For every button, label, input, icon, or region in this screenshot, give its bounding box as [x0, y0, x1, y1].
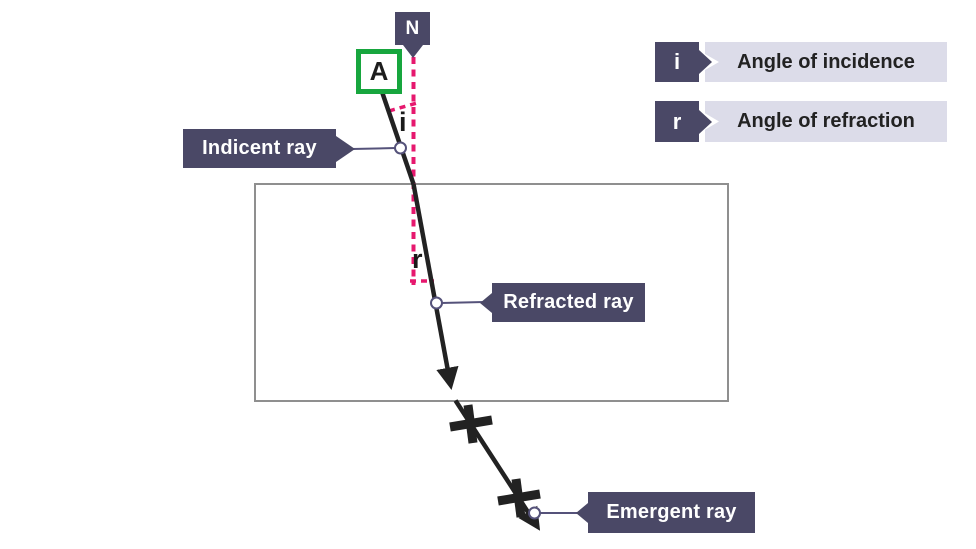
- refracted-connector-dot: [430, 296, 443, 310]
- refracted-ray-tag: Refracted ray: [480, 283, 645, 322]
- incident-connector-dot: [394, 141, 407, 155]
- pointer-left-icon: [576, 502, 588, 523]
- legend-item-refraction: r Angle of refraction: [655, 101, 947, 142]
- legend-label-incidence: Angle of incidence: [705, 42, 947, 82]
- pointer-down-icon: [402, 45, 423, 58]
- cross-mark-1: [449, 404, 493, 444]
- point-a-label: A: [369, 56, 389, 86]
- legend-key-i: i: [655, 42, 699, 82]
- emergent-connector-dot: [528, 506, 541, 520]
- normal-tag: N: [395, 12, 430, 58]
- emergent-ray-tag-label: Emergent ray: [606, 501, 737, 523]
- legend-item-incidence: i Angle of incidence: [655, 42, 947, 82]
- legend-label-refraction: Angle of refraction: [705, 101, 947, 142]
- refracted-ray-tag-label: Refracted ray: [503, 291, 634, 313]
- point-a-box: A: [356, 49, 402, 94]
- incident-connector-line: [351, 147, 397, 150]
- cross-mark-2: [497, 478, 541, 518]
- refracted-connector-line: [440, 301, 485, 304]
- pointer-right-icon: [699, 109, 712, 134]
- glass-block: [254, 183, 729, 402]
- normal-tag-label: N: [405, 17, 420, 39]
- angle-r-letter: r: [412, 244, 423, 274]
- angle-i-letter: i: [399, 107, 407, 137]
- pointer-right-icon: [336, 135, 355, 162]
- incident-ray-tag: Indicent ray: [183, 129, 355, 168]
- incident-ray-line: [377, 85, 416, 185]
- angle-i-marker: [388, 101, 418, 113]
- legend-key-r: r: [655, 101, 699, 142]
- emergent-ray-tag: Emergent ray: [576, 492, 755, 533]
- incident-ray-tag-label: Indicent ray: [202, 137, 317, 159]
- pointer-left-icon: [480, 292, 492, 313]
- refracted-ray-line: [411, 183, 459, 391]
